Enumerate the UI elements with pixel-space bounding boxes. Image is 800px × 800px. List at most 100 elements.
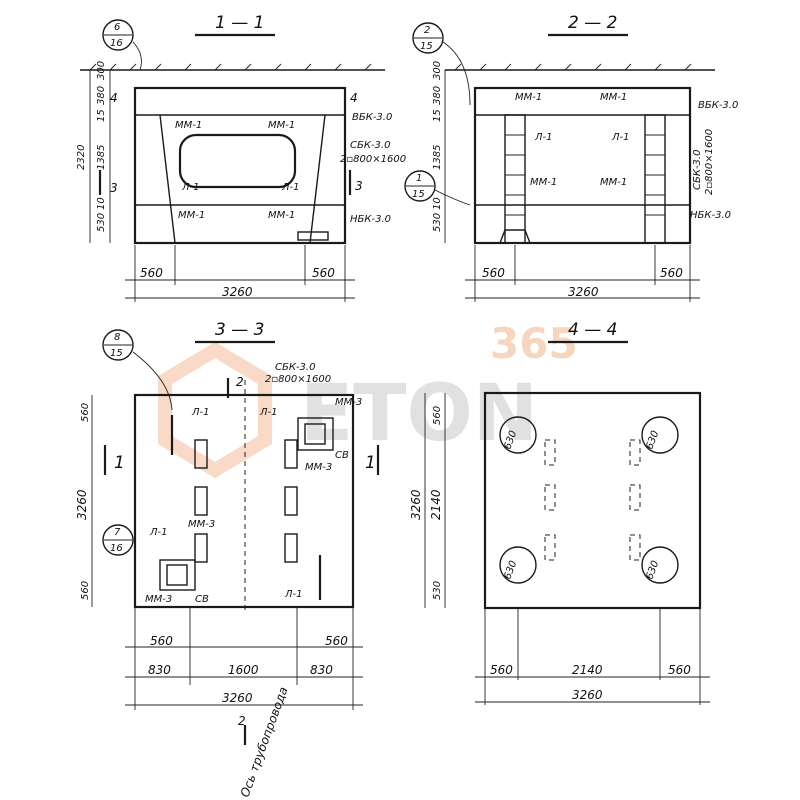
- label-sbk: СБК-3.0: [350, 140, 390, 151]
- dim-300: 300: [432, 61, 443, 80]
- label-sbk: СБК-3.0: [275, 362, 315, 373]
- dim-left-560: 560: [140, 266, 163, 280]
- left-slope-line: [159, 114, 176, 244]
- dim-560-bottom: 560: [80, 581, 91, 600]
- dim-830-left: 830: [148, 663, 171, 677]
- section-1-1: 1 — 1 6 16 300 380 15 1385 10 530 2320 4…: [76, 13, 406, 302]
- mark-2: 2: [236, 375, 244, 389]
- marker-left-lower: 3: [110, 181, 118, 195]
- callout2-bottom: 16: [110, 543, 123, 554]
- dim-380: 380: [96, 86, 107, 105]
- section-2-2-title: 2 — 2: [568, 13, 617, 33]
- hatch-mm3-bottom-inner: [166, 564, 188, 586]
- ladder-right: [644, 114, 666, 244]
- hole-br: [641, 546, 679, 584]
- dim-300: 300: [96, 61, 107, 80]
- opening-dashed: [544, 534, 556, 561]
- dim-530: 530: [432, 581, 443, 600]
- callout-leader: [132, 351, 173, 411]
- dim-530: 530: [432, 213, 443, 232]
- hole-tr: [641, 416, 679, 454]
- opening-dashed: [629, 439, 641, 466]
- dim-2140: 2140: [572, 663, 603, 677]
- callout2-bottom: 15: [412, 189, 425, 200]
- label-nbk: НБК-3.0: [690, 210, 731, 221]
- callout-circle: [412, 22, 444, 54]
- dim-2140-height: 2140: [429, 489, 443, 520]
- hole-bl-label: 630: [502, 559, 519, 581]
- label-nbk: НБК-3.0: [350, 214, 391, 225]
- hatch-mm3-top-inner: [304, 423, 326, 445]
- watermark: 365 ETON: [158, 319, 578, 479]
- callout-bottom: 15: [420, 41, 433, 52]
- marker-right-lower: 3: [355, 179, 363, 193]
- dim-row1-right: 560: [325, 634, 348, 648]
- callout-leader: [132, 41, 142, 71]
- label-mm1-b: ММ-1: [268, 120, 295, 131]
- dim-total-3260: 3260: [222, 691, 253, 705]
- label-vbk: ВБК-3.0: [352, 112, 392, 123]
- opening: [284, 533, 298, 563]
- label-mm3-a: ММ-3: [335, 397, 362, 408]
- base-fitting: [297, 231, 329, 241]
- dim-1385: 1385: [432, 145, 443, 170]
- label-cv-b: СВ: [195, 594, 209, 605]
- callout-circle: [102, 19, 134, 51]
- ladder-right-rungs: [645, 134, 665, 216]
- label-mm1-a: ММ-1: [175, 120, 202, 131]
- dim-1385: 1385: [96, 145, 107, 170]
- label-l1-d: Л-1: [284, 589, 303, 600]
- dim-left-560: 560: [482, 266, 505, 280]
- label-l1-b: Л-1: [611, 132, 630, 143]
- hatch-mm3-top: [297, 417, 334, 451]
- opening-dashed: [629, 534, 641, 561]
- label-l1-a: Л-1: [534, 132, 553, 143]
- chamber-outline: [473, 86, 692, 245]
- ground-hatch: [454, 63, 692, 71]
- dim-total-height: 2320: [76, 145, 87, 170]
- callout-bottom: 15: [110, 348, 123, 359]
- dim-380: 380: [432, 86, 443, 105]
- dim-total-3260: 3260: [572, 688, 603, 702]
- label-sbk: СБК-3.0: [692, 150, 703, 190]
- callout-top: 6: [114, 22, 120, 33]
- opening: [284, 439, 298, 469]
- watermark-top: 365: [490, 319, 578, 368]
- opening-dashed: [629, 484, 641, 511]
- marker-left: 4: [110, 91, 118, 105]
- ground-hatch: [89, 63, 372, 71]
- ladder-left-rungs: [505, 134, 525, 216]
- dim-1600: 1600: [228, 663, 259, 677]
- plan-outline: [133, 393, 355, 609]
- dim-10: 10: [432, 197, 443, 210]
- callout-top: 8: [114, 332, 120, 343]
- opening-dashed: [544, 484, 556, 511]
- ladder-left: [499, 114, 531, 244]
- label-mm3-d: ММ-3: [145, 594, 172, 605]
- label-l1-c: Л-1: [149, 527, 168, 538]
- hole-tr-label: 630: [644, 429, 661, 451]
- opening: [194, 533, 208, 563]
- label-cv-a: СВ: [335, 450, 349, 461]
- dim-15: 15: [432, 109, 443, 122]
- section-2-2: 2 — 2 2 15 1 15 300 380 15 1385 1: [404, 13, 738, 302]
- opening: [194, 439, 208, 469]
- hole-tl: [499, 416, 537, 454]
- section-mark-left: 1: [114, 453, 125, 473]
- callout2-top: 7: [114, 527, 121, 538]
- hole-bl: [499, 546, 537, 584]
- callout2-circle: [404, 170, 436, 202]
- label-mm1-c: ММ-1: [530, 177, 557, 188]
- dim-830-right: 830: [310, 663, 333, 677]
- callout-circle: [102, 329, 134, 361]
- chamber-outline: [133, 86, 347, 245]
- section-1-1-title: 1 — 1: [215, 13, 264, 33]
- label-vbk: ВБК-3.0: [698, 100, 738, 111]
- dim-total-3260: 3260: [568, 285, 599, 299]
- opening: [284, 486, 298, 516]
- dim-530: 530: [96, 213, 107, 232]
- dim-right-560: 560: [312, 266, 335, 280]
- label-l1-a: Л-1: [181, 182, 200, 193]
- dim-right-560: 560: [660, 266, 683, 280]
